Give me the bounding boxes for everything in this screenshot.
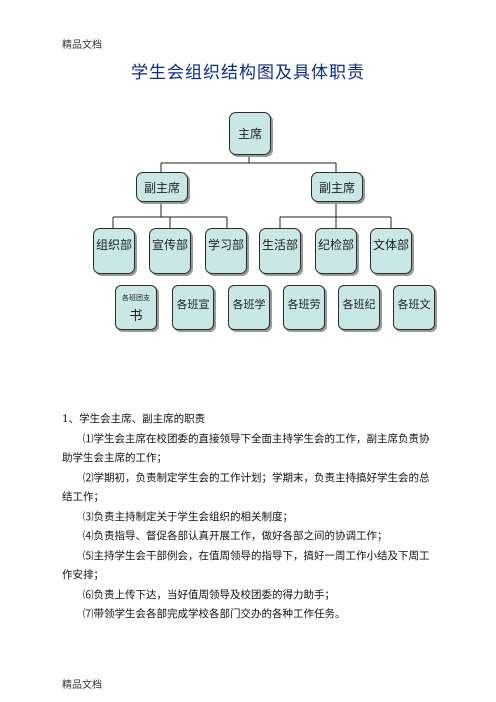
duties-section: 1、学生会主席、副主席的职责 ⑴学生会主席在校团委的直接领导下全面主持学生会的工… xyxy=(62,410,434,625)
org-node-sublabel: 各班文 xyxy=(397,298,431,311)
org-node-sublabel: 各班纪 xyxy=(342,298,376,311)
org-node-label: 组织部 xyxy=(95,238,132,252)
org-node-sublabel: 各班劳 xyxy=(287,298,321,311)
org-node-dept-organization: 组织部 xyxy=(93,228,135,274)
org-node-sub-class-study: 各班学 xyxy=(228,285,270,330)
org-node-label: 副主席 xyxy=(318,180,355,195)
duty-item: ⑵学期初，负责制定学生会的工作计划；学期末，负责主持搞好学生会的总结工作； xyxy=(62,471,430,504)
duty-item: ⑸主持学生会干部例会，在值周领导的指导下，搞好一周工作小结及下周工作安排； xyxy=(62,549,430,582)
org-node-label: 生活部 xyxy=(261,238,298,252)
duty-item: ⑺带领学生会各部完成学校各部门交办的各种工作任务。 xyxy=(83,608,346,620)
page-title: 学生会组织结构图及具体职责 xyxy=(131,63,365,83)
duty-item: ⑴学生会主席在校团委的直接领导下全面主持学生会的工作，副主席负责协助学生会主席的… xyxy=(62,432,430,465)
org-node-sub-class-culture: 各班文 xyxy=(393,285,435,330)
org-node-sublabel: 各班宣 xyxy=(176,298,210,311)
duty-item: ⑷负责指导、督促各部认真开展工作，做好各部之间的协调工作； xyxy=(83,530,388,542)
org-node-sublabel: 各班学 xyxy=(232,298,266,311)
org-node-sublabel-big: 书 xyxy=(129,309,143,324)
org-node-chairman: 主席 xyxy=(229,112,271,155)
duty-item: ⑶负责主持制定关于学生会组织的相关制度； xyxy=(83,510,293,523)
page-header: 精品文档 xyxy=(62,40,102,51)
org-node-label: 文体部 xyxy=(372,238,409,252)
org-node-dept-discipline: 纪检部 xyxy=(315,228,357,274)
org-node-sub-class-labor: 各班劳 xyxy=(283,285,325,330)
org-node-sub-class-discipline: 各班纪 xyxy=(338,285,380,330)
org-node-dept-publicity: 宣传部 xyxy=(149,228,191,274)
org-node-dept-life: 生活部 xyxy=(259,228,301,274)
org-node-label: 主席 xyxy=(237,127,262,141)
org-node-label: 学习部 xyxy=(207,238,244,252)
org-node-label: 副主席 xyxy=(143,180,180,195)
org-node-sub-class-publicity: 各班宣 xyxy=(172,285,214,330)
org-node-vice-chairman-right: 副主席 xyxy=(311,172,363,202)
org-node-label: 纪检部 xyxy=(317,238,354,252)
duty-item: ⑹负责上传下达，当好值周领导及校团委的得力助手； xyxy=(83,588,335,601)
org-node-sub-class-league-branch: 各班团支 书 xyxy=(115,285,157,330)
org-node-dept-study: 学习部 xyxy=(205,228,247,274)
org-node-dept-culture-sports: 文体部 xyxy=(370,228,412,274)
org-node-vice-chairman-left: 副主席 xyxy=(136,172,188,202)
org-node-sublabel-small: 各班团支 xyxy=(122,294,150,302)
page-footer: 精品文档 xyxy=(62,680,102,691)
section-heading: 1、学生会主席、副主席的职责 xyxy=(62,413,206,425)
org-node-label: 宣传部 xyxy=(151,238,188,252)
